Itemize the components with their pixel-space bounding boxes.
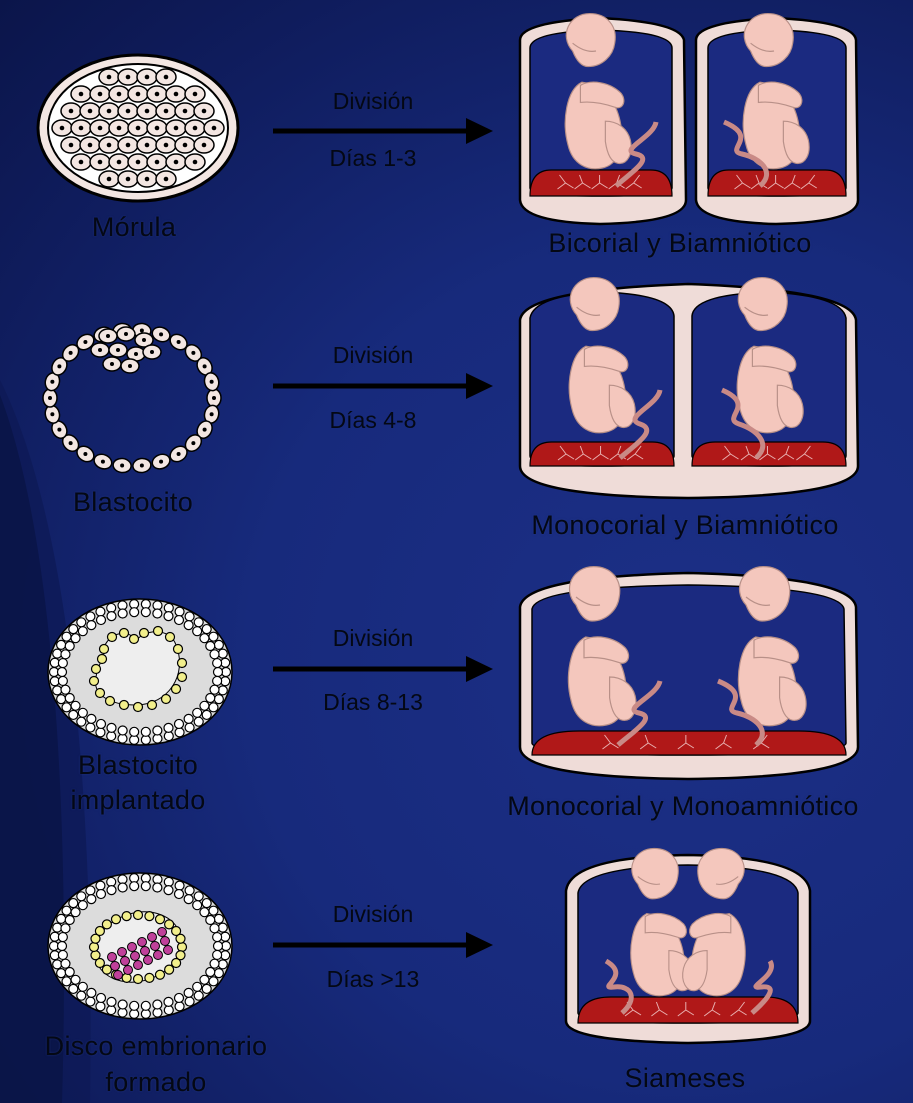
arrow-top-label: División (263, 342, 483, 369)
stage-label: Blastocito (33, 487, 233, 518)
arrow-top-label: División (263, 88, 483, 115)
bicorial-biamniotic-sac (520, 14, 858, 224)
result-label: Bicorial y Biamniótico (500, 228, 860, 259)
arrow-2 (273, 373, 493, 399)
arrow-3 (273, 656, 493, 682)
arrow-bottom-label: Días 8-13 (263, 689, 483, 716)
arrow-bottom-label: Días >13 (263, 966, 483, 993)
stage-label: Mórula (34, 212, 234, 243)
implanted-blastocyst-icon (48, 599, 232, 745)
monocorial-monoamniotic-sac (520, 567, 858, 779)
arrow-top-label: División (263, 625, 483, 652)
arrow-bottom-label: Días 1-3 (263, 145, 483, 172)
arrow-bottom-label: Días 4-8 (263, 407, 483, 434)
embryonic-disc-icon (48, 873, 232, 1019)
stage-label-line2: implantado (38, 785, 238, 816)
stage-label: Disco embrionario (6, 1031, 306, 1062)
monocorial-biamniotic-sac (520, 278, 858, 498)
result-label: Siameses (580, 1063, 790, 1094)
result-label: Monocorial y Monoamniótico (458, 791, 908, 822)
arrow-top-label: División (263, 901, 483, 928)
arrow-1 (273, 118, 493, 144)
morula-icon (38, 55, 238, 201)
stage-label-line2: formado (56, 1067, 256, 1098)
stage-label: Blastocito (38, 750, 238, 781)
row-disco-embrionario: Disco embrionario formado División Días … (0, 845, 913, 1103)
arrow-4 (273, 932, 493, 958)
blastocyst-icon (43, 322, 221, 473)
conjoined-twins-sac (566, 848, 810, 1043)
row-blastocito: Blastocito División Días 4-8 Monocorial … (0, 270, 913, 545)
result-label: Monocorial y Biamniótico (480, 510, 890, 541)
row-morula: Mórula División Días 1-3 Bicorial y Biam… (0, 0, 913, 270)
row-blastocito-implantado: Blastocito implantado División Días 8-13… (0, 545, 913, 845)
